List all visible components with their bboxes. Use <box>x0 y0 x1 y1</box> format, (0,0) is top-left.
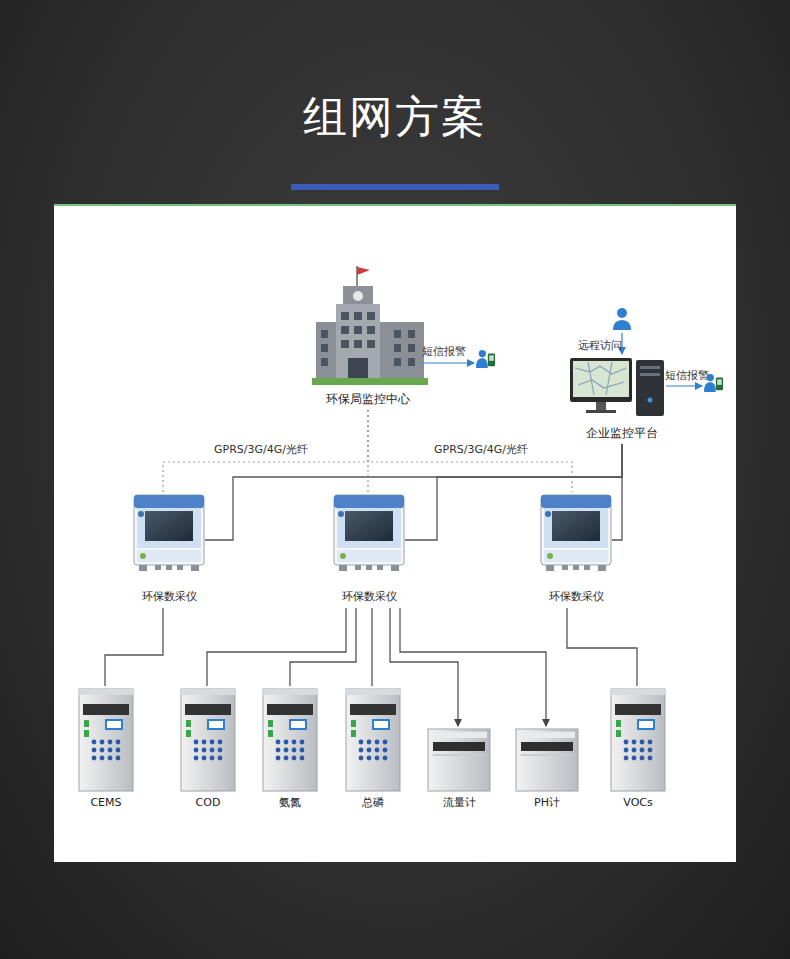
enterprise-platform: 企业监控平台 <box>566 354 678 440</box>
cable-link <box>400 608 546 726</box>
data-logger: 环保数采仪 <box>333 492 405 604</box>
link-label: GPRS/3G/4G/光纤 <box>432 443 530 457</box>
cable-link <box>371 608 372 686</box>
analyzer-cabinet: 氨氮 <box>260 686 320 810</box>
cable-link <box>207 608 346 686</box>
meter-box: 流量计 <box>425 726 493 810</box>
node-label: VOCs <box>608 796 668 810</box>
cable-link <box>105 608 163 686</box>
note-text: 短信报警 <box>665 369 709 383</box>
node-label: 流量计 <box>425 796 493 810</box>
node-label: 环保数采仪 <box>540 590 612 604</box>
node-label: 总磷 <box>343 796 403 810</box>
analyzer-cabinet: CEMS <box>76 686 136 810</box>
node-label: 环保局监控中心 <box>300 392 436 406</box>
note-text: 远程访问 <box>578 339 622 353</box>
wireless-link <box>163 410 368 492</box>
meter-box: PH计 <box>513 726 581 810</box>
analyzer-cabinet: COD <box>178 686 238 810</box>
node-label: 氨氮 <box>260 796 320 810</box>
link-label: GPRS/3G/4G/光纤 <box>212 443 310 457</box>
data-logger: 环保数采仪 <box>540 492 612 604</box>
monitor-center: 环保局监控中心 <box>300 262 436 406</box>
cable-link <box>405 444 622 540</box>
node-label: CEMS <box>76 796 136 810</box>
cable-link <box>290 608 356 686</box>
analyzer-cabinet: 总磷 <box>343 686 403 810</box>
analyzer-cabinet: VOCs <box>608 686 668 810</box>
node-label: PH计 <box>513 796 581 810</box>
cable-link <box>612 444 622 540</box>
cable-link <box>205 444 622 540</box>
wireless-link <box>368 410 572 492</box>
node-label: COD <box>178 796 238 810</box>
note-text: 短信报警 <box>422 345 466 359</box>
node-label: 环保数采仪 <box>133 590 205 604</box>
cable-link <box>567 608 637 686</box>
data-logger: 环保数采仪 <box>133 492 205 604</box>
page-title: 组网方案 <box>0 88 790 147</box>
node-label: 环保数采仪 <box>333 590 405 604</box>
node-label: 企业监控平台 <box>566 426 678 440</box>
